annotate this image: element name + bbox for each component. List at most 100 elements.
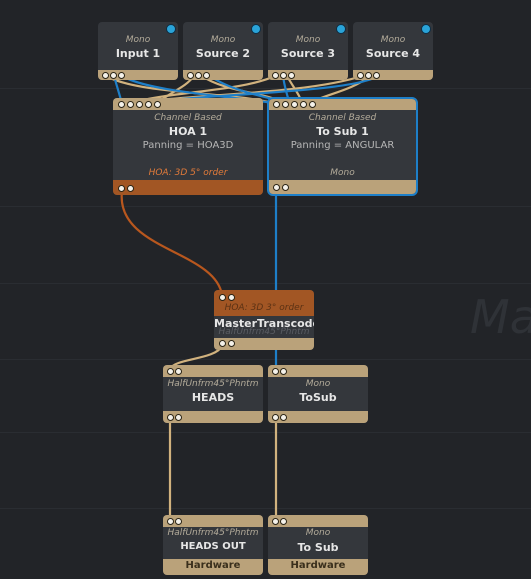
output-port[interactable] bbox=[272, 414, 279, 421]
input-port[interactable] bbox=[280, 368, 287, 375]
input-port[interactable] bbox=[167, 518, 174, 525]
output-port[interactable] bbox=[219, 340, 226, 347]
output-port[interactable] bbox=[280, 414, 287, 421]
input-port[interactable] bbox=[300, 101, 307, 108]
node-title: HOA 1 bbox=[168, 125, 208, 138]
node-type-label: Mono bbox=[380, 35, 406, 45]
input-port[interactable] bbox=[118, 101, 125, 108]
node-type-label: Mono bbox=[125, 35, 151, 45]
node-output-bar bbox=[163, 411, 263, 423]
grid-line bbox=[0, 432, 531, 433]
node-type-label: Mono bbox=[295, 35, 321, 45]
node-output-format-label: HalfUnfrm45°Phntm bbox=[218, 327, 310, 337]
tosub-out-node[interactable]: Mono To Sub Hardware bbox=[268, 515, 368, 575]
wire-hoa1-transcoder bbox=[120, 189, 224, 297]
input-port[interactable] bbox=[203, 72, 210, 79]
source-node-source-3[interactable]: Mono Source 3 bbox=[268, 22, 348, 80]
hardware-label: Hardware bbox=[290, 560, 346, 571]
heads-out-node[interactable]: HalfUnfrm45°Phntm HEADS OUT Hardware bbox=[163, 515, 263, 575]
panning-label: Panning = ANGULAR bbox=[290, 140, 395, 151]
grid-line bbox=[0, 283, 531, 284]
input-port[interactable] bbox=[118, 72, 125, 79]
input-port[interactable] bbox=[219, 294, 226, 301]
output-port[interactable] bbox=[175, 414, 182, 421]
input-port[interactable] bbox=[195, 72, 202, 79]
node-input-bar bbox=[163, 365, 263, 377]
input-port[interactable] bbox=[291, 101, 298, 108]
node-title: To Sub 1 bbox=[316, 125, 369, 138]
grid-line bbox=[0, 508, 531, 509]
input-port[interactable] bbox=[282, 101, 289, 108]
input-port[interactable] bbox=[110, 72, 117, 79]
master-transcoder-node[interactable]: HOA: 3D 3° order MasterTranscoder HalfUn… bbox=[214, 290, 314, 350]
node-type-label: Mono bbox=[305, 379, 331, 389]
input-port[interactable] bbox=[273, 101, 280, 108]
node-port-bar bbox=[353, 70, 433, 80]
node-output-bar bbox=[269, 180, 416, 194]
node-title: ToSub bbox=[299, 391, 337, 404]
input-port[interactable] bbox=[145, 101, 152, 108]
input-port[interactable] bbox=[272, 72, 279, 79]
node-type-label: Mono bbox=[305, 528, 331, 538]
tosub-bus-node[interactable]: Mono ToSub bbox=[268, 365, 368, 423]
node-type-label: Channel Based bbox=[308, 113, 377, 123]
input-port[interactable] bbox=[357, 72, 364, 79]
node-type-label: HalfUnfrm45°Phntm bbox=[167, 379, 259, 389]
node-type-label: HalfUnfrm45°Phntm bbox=[167, 528, 259, 538]
node-format-label: Mono bbox=[330, 168, 355, 178]
input-port[interactable] bbox=[175, 368, 182, 375]
node-footer-bar bbox=[268, 559, 368, 575]
node-input-bar bbox=[269, 99, 416, 110]
input-port[interactable] bbox=[365, 72, 372, 79]
node-port-bar bbox=[183, 70, 263, 80]
input-port[interactable] bbox=[127, 101, 134, 108]
output-port[interactable] bbox=[118, 185, 125, 192]
node-title: To Sub bbox=[297, 541, 339, 554]
input-port[interactable] bbox=[102, 72, 109, 79]
node-title: Source 4 bbox=[365, 47, 421, 60]
output-port[interactable] bbox=[228, 340, 235, 347]
input-port[interactable] bbox=[228, 294, 235, 301]
tosub1-node[interactable]: Channel Based To Sub 1 Panning = ANGULAR… bbox=[267, 97, 418, 196]
source-node-input-1[interactable]: Mono Input 1 bbox=[98, 22, 178, 80]
input-port[interactable] bbox=[154, 101, 161, 108]
input-port[interactable] bbox=[272, 368, 279, 375]
node-input-bar bbox=[268, 515, 368, 527]
output-port[interactable] bbox=[166, 24, 176, 34]
output-port[interactable] bbox=[273, 184, 280, 191]
hoa1-node[interactable]: Channel Based HOA 1 Panning = HOA3D HOA:… bbox=[113, 98, 263, 195]
input-port[interactable] bbox=[288, 72, 295, 79]
input-port[interactable] bbox=[309, 101, 316, 108]
output-port[interactable] bbox=[167, 414, 174, 421]
node-input-bar bbox=[163, 515, 263, 527]
input-port[interactable] bbox=[136, 101, 143, 108]
source-node-source-2[interactable]: Mono Source 2 bbox=[183, 22, 263, 80]
input-port[interactable] bbox=[175, 518, 182, 525]
node-title: HEADS bbox=[191, 391, 235, 404]
node-title: HEADS OUT bbox=[180, 541, 246, 552]
node-type-label: Mono bbox=[210, 35, 236, 45]
grid-line bbox=[0, 88, 531, 89]
source-node-source-4[interactable]: Mono Source 4 bbox=[353, 22, 433, 80]
input-port[interactable] bbox=[373, 72, 380, 79]
node-footer-bar bbox=[163, 559, 263, 575]
input-port[interactable] bbox=[272, 518, 279, 525]
node-output-bar bbox=[214, 338, 314, 350]
grid-line bbox=[0, 206, 531, 207]
node-title: Source 2 bbox=[195, 47, 251, 60]
output-port[interactable] bbox=[127, 185, 134, 192]
panning-label: Panning = HOA3D bbox=[142, 140, 234, 151]
node-title: Source 3 bbox=[280, 47, 336, 60]
heads-bus-node[interactable]: HalfUnfrm45°Phntm HEADS bbox=[163, 365, 263, 423]
node-output-bar bbox=[268, 411, 368, 423]
input-port[interactable] bbox=[187, 72, 194, 79]
input-port[interactable] bbox=[167, 368, 174, 375]
output-port[interactable] bbox=[336, 24, 346, 34]
node-type-label: Channel Based bbox=[154, 113, 222, 123]
output-port[interactable] bbox=[282, 184, 289, 191]
output-port[interactable] bbox=[421, 24, 431, 34]
input-port[interactable] bbox=[280, 518, 287, 525]
output-port[interactable] bbox=[251, 24, 261, 34]
input-port[interactable] bbox=[280, 72, 287, 79]
canvas-watermark: Ma bbox=[470, 290, 531, 344]
